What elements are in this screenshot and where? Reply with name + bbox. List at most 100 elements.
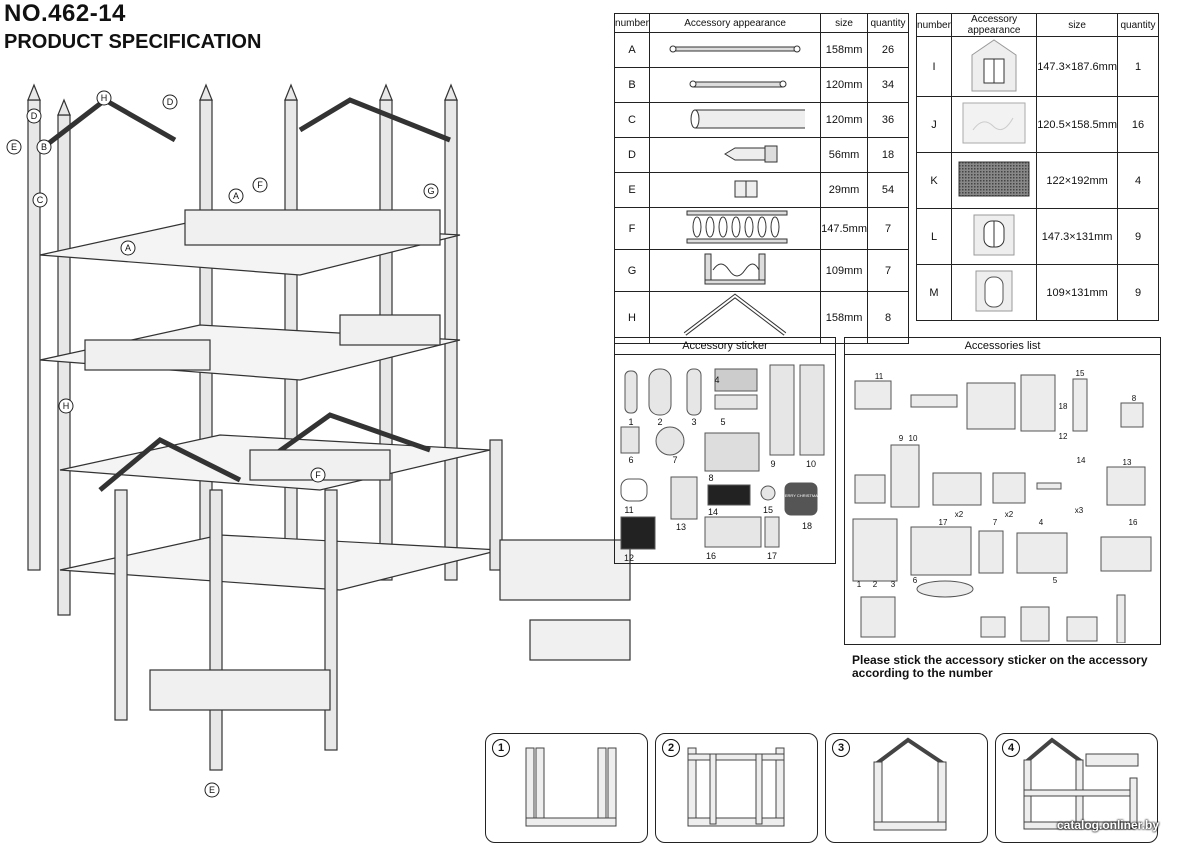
- floor-grid-icon: [950, 152, 1038, 209]
- svg-text:1: 1: [857, 580, 862, 589]
- tube-icon: [648, 102, 822, 138]
- sticker-sheet: 1 2 3 5 4 6 7 8 9 10 11 12 13 14 15 16 1…: [620, 364, 825, 563]
- svg-text:15: 15: [1076, 369, 1085, 378]
- svg-text:12: 12: [624, 553, 634, 563]
- assembly-step-1: 1: [485, 733, 648, 843]
- svg-text:9: 9: [770, 459, 775, 469]
- col-appearance: Accessory appearance: [648, 13, 822, 33]
- svg-text:A: A: [233, 191, 239, 201]
- svg-text:16: 16: [1129, 518, 1138, 527]
- accessory-number: 11: [875, 372, 884, 381]
- model-number: NO.462-14: [4, 0, 126, 27]
- svg-text:4: 4: [714, 375, 719, 385]
- svg-text:13: 13: [676, 522, 686, 532]
- col-size: size: [820, 13, 868, 33]
- svg-text:10: 10: [909, 434, 918, 443]
- svg-text:C: C: [37, 195, 44, 205]
- svg-text:6: 6: [913, 576, 918, 585]
- col-quantity: quantity: [867, 13, 909, 33]
- svg-text:17: 17: [767, 551, 777, 561]
- gable-window-panel-icon: [950, 36, 1038, 97]
- cap-icon: [648, 137, 822, 173]
- svg-text:7: 7: [993, 518, 998, 527]
- svg-text:3: 3: [891, 580, 896, 589]
- part-label-D: D: [31, 111, 38, 121]
- svg-text:D: D: [167, 97, 174, 107]
- accessory-sticker-panel: Accessory sticker 1 2 3 5: [614, 337, 836, 564]
- step-number: 3: [832, 739, 850, 757]
- accessories-list-panel: Accessories list: [844, 337, 1161, 653]
- svg-text:15: 15: [763, 505, 773, 515]
- svg-text:4: 4: [1039, 518, 1044, 527]
- col-size: size: [1036, 13, 1118, 37]
- svg-text:x3: x3: [1075, 506, 1084, 515]
- col-number: number: [916, 13, 952, 37]
- svg-text:G: G: [427, 186, 434, 196]
- svg-text:6: 6: [628, 455, 633, 465]
- sticker-instruction: Please stick the accessory sticker on th…: [852, 653, 1148, 680]
- svg-text:12: 12: [1059, 432, 1068, 441]
- medium-rod-icon: [648, 67, 822, 103]
- clear-panel-icon: [950, 96, 1038, 153]
- christmas-tag-text: MERRY CHRISTMAS: [782, 493, 821, 498]
- svg-text:2: 2: [657, 417, 662, 427]
- ornate-fence-icon: [648, 249, 822, 292]
- watermark: catalog.onliner.by: [1056, 818, 1159, 832]
- accessories-panel-title: Accessories list: [845, 338, 1160, 355]
- svg-text:F: F: [257, 180, 263, 190]
- svg-text:x2: x2: [955, 510, 964, 519]
- col-quantity: quantity: [1117, 13, 1159, 37]
- svg-text:H: H: [101, 93, 108, 103]
- svg-text:11: 11: [624, 505, 633, 515]
- connector-icon: [648, 172, 822, 208]
- svg-text:8: 8: [1132, 394, 1137, 403]
- roof-truss-icon: [648, 291, 822, 344]
- svg-text:3: 3: [691, 417, 696, 427]
- sticker-panel-title: Accessory sticker: [615, 338, 835, 355]
- svg-text:F: F: [315, 470, 321, 480]
- spec-table-parts: number Accessory appearance size quantit…: [614, 13, 909, 344]
- svg-text:13: 13: [1123, 458, 1132, 467]
- svg-text:14: 14: [1077, 456, 1086, 465]
- svg-text:E: E: [11, 142, 17, 152]
- svg-text:E: E: [209, 785, 215, 795]
- col-number: number: [614, 13, 650, 33]
- page-title: PRODUCT SPECIFICATION: [4, 31, 262, 53]
- svg-text:10: 10: [806, 459, 816, 469]
- svg-text:x2: x2: [1005, 510, 1014, 519]
- accessories-illustration: 11 18 15 8 9 10 12 14 13 17 7 4 16 1 2 3…: [852, 369, 1152, 653]
- window-panel-icon: [950, 208, 1038, 265]
- balustrade-icon: [648, 207, 822, 250]
- step-number: 2: [662, 739, 680, 757]
- spec-table-panels: number Accessory appearance size quantit…: [916, 13, 1159, 321]
- svg-text:14: 14: [708, 507, 718, 517]
- svg-text:5: 5: [1053, 576, 1058, 585]
- svg-text:H: H: [63, 401, 70, 411]
- svg-text:18: 18: [1059, 402, 1068, 411]
- svg-text:B: B: [41, 142, 47, 152]
- assembly-step-3: 3: [825, 733, 988, 843]
- svg-text:5: 5: [720, 417, 725, 427]
- door-panel-icon: [950, 264, 1038, 321]
- assembly-diagram: D H D E B C A A F G H F E: [6, 83, 631, 798]
- svg-text:16: 16: [706, 551, 716, 561]
- svg-text:9: 9: [899, 434, 904, 443]
- col-appearance: Accessory appearance: [950, 13, 1038, 37]
- svg-text:2: 2: [873, 580, 878, 589]
- svg-text:A: A: [125, 243, 131, 253]
- long-rod-icon: [648, 32, 822, 68]
- step-number: 1: [492, 739, 510, 757]
